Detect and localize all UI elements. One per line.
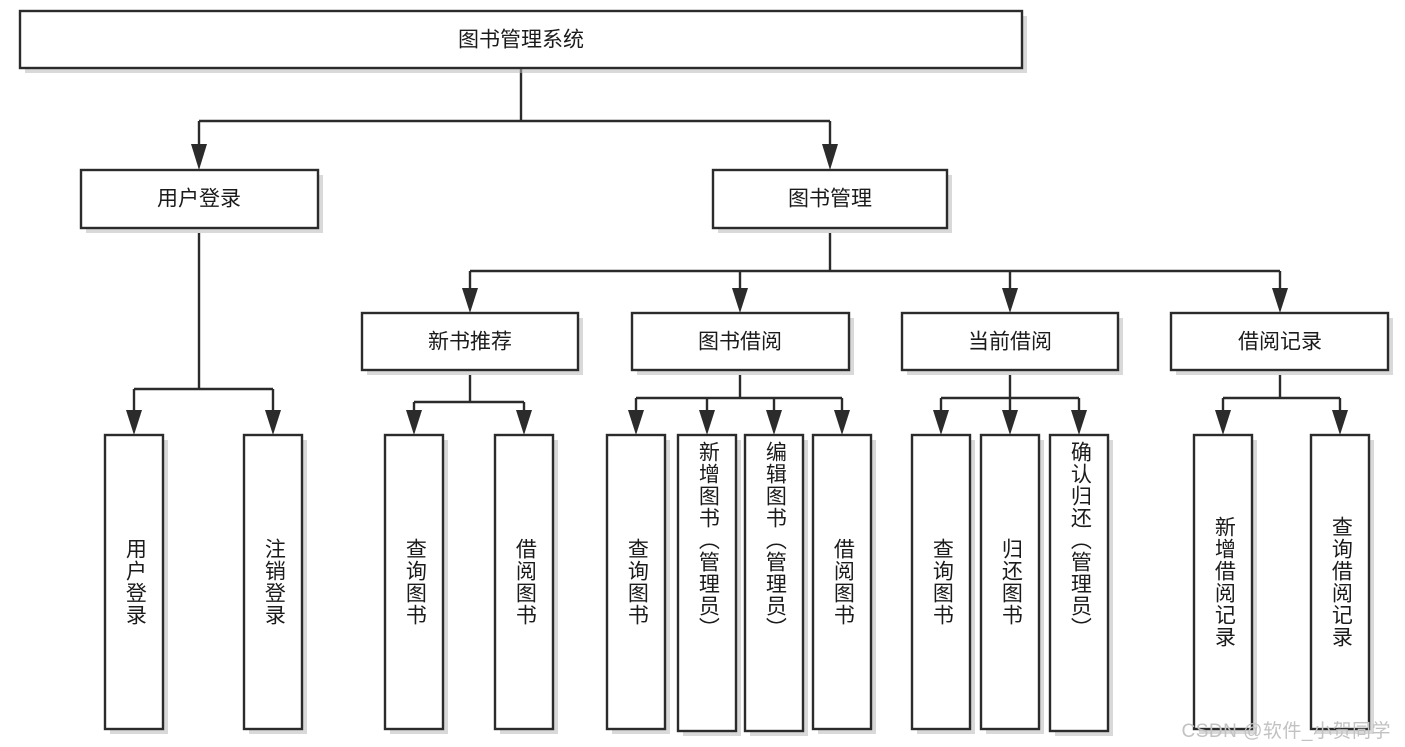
node-book-borrow-label: 图书借阅 — [698, 331, 782, 354]
node-leaf-confirm-return[interactable] — [1048, 433, 1110, 733]
arrow-leaf-confirm-return — [1071, 410, 1087, 435]
node-borrow-record-label: 借阅记录 — [1238, 331, 1322, 354]
node-borrow-record[interactable] — [1169, 311, 1390, 372]
arrow-leaf-borrow-a — [516, 410, 532, 435]
arrow-leaf-query-b — [628, 410, 644, 435]
node-root[interactable] — [18, 9, 1024, 70]
node-new-book-recommend[interactable] — [360, 311, 580, 372]
arrow-new-book — [462, 288, 478, 313]
arrow-user-login — [191, 144, 207, 170]
node-user-login-label: 用户登录 — [157, 188, 241, 211]
connector-group — [126, 68, 1348, 435]
node-leaf-borrow-book-b[interactable] — [811, 433, 873, 731]
arrow-leaf-return — [1002, 410, 1018, 435]
node-current-borrow[interactable] — [900, 311, 1120, 372]
arrow-book-borrow — [732, 288, 748, 313]
arrow-book-manage — [822, 144, 838, 170]
node-leaf-query-book-b[interactable] — [605, 433, 667, 731]
arrow-leaf-query-record — [1332, 410, 1348, 435]
arrow-leaf-user-login — [126, 410, 142, 435]
node-user-login[interactable] — [79, 168, 320, 230]
node-leaf-query-record[interactable] — [1309, 433, 1371, 731]
node-leaf-query-book-c[interactable] — [910, 433, 972, 731]
watermark: CSDN @软件_小贺同学 — [1181, 721, 1391, 742]
arrow-leaf-add-record — [1215, 410, 1231, 435]
arrow-leaf-edit-book — [766, 410, 782, 435]
node-new-book-recommend-label: 新书推荐 — [428, 331, 512, 354]
arrow-leaf-query-a — [406, 410, 422, 435]
node-book-manage[interactable] — [711, 168, 949, 230]
node-leaf-return-book[interactable] — [979, 433, 1041, 731]
label-group: 图书管理系统 用户登录 图书管理 新书推荐 图书借阅 当前借阅 借阅记录 — [157, 29, 1322, 354]
arrow-leaf-query-c — [933, 410, 949, 435]
node-leaf-query-book-a[interactable] — [383, 433, 445, 731]
arrow-current-borrow — [1002, 288, 1018, 313]
node-group — [18, 9, 1393, 736]
node-book-manage-label: 图书管理 — [788, 188, 872, 211]
node-leaf-add-record[interactable] — [1192, 433, 1254, 731]
node-leaf-add-book[interactable] — [676, 433, 738, 733]
node-leaf-borrow-book-a[interactable] — [493, 433, 555, 731]
arrow-leaf-add-book — [699, 410, 715, 435]
node-leaf-edit-book[interactable] — [743, 433, 805, 733]
arrow-borrow-record — [1272, 288, 1288, 313]
arrow-leaf-logout — [265, 410, 281, 435]
node-current-borrow-label: 当前借阅 — [968, 331, 1052, 354]
node-leaf-logout[interactable] — [242, 433, 304, 731]
node-root-label: 图书管理系统 — [458, 29, 584, 52]
node-book-borrow[interactable] — [630, 311, 851, 372]
arrow-leaf-borrow-b — [834, 410, 850, 435]
node-leaf-user-login[interactable] — [103, 433, 165, 731]
